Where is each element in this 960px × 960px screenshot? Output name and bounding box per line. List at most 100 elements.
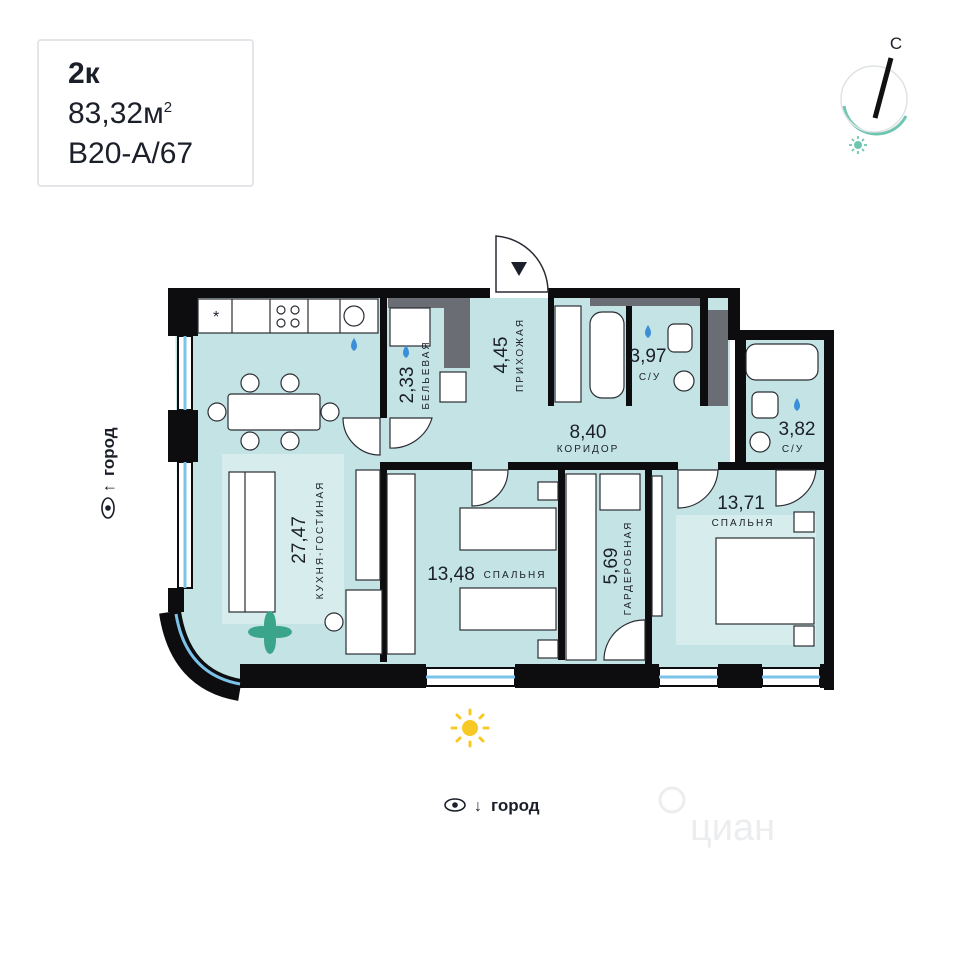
wall	[558, 470, 565, 660]
duct	[388, 298, 444, 308]
door-bedroom2-a	[677, 469, 719, 509]
duct	[708, 310, 728, 406]
total-area: 83,32м2	[68, 97, 172, 131]
wall	[548, 298, 554, 406]
bed-1	[459, 507, 557, 551]
wall	[168, 288, 198, 336]
bed-2	[459, 587, 557, 631]
bath2-name: С/У	[782, 444, 804, 455]
bedroom1-name: СПАЛЬНЯ	[484, 570, 547, 581]
watermark: циан	[658, 786, 775, 849]
room-count: 2к	[68, 57, 100, 90]
plant-icon	[248, 611, 292, 654]
wall	[380, 298, 387, 418]
stove-burner	[276, 305, 286, 315]
wall	[168, 410, 198, 462]
wall	[700, 298, 708, 406]
dining-table	[227, 393, 321, 431]
eye-icon	[101, 497, 115, 519]
duct	[590, 298, 700, 306]
nightstand	[793, 511, 815, 533]
view-south: ↓ город	[444, 796, 540, 815]
chair	[240, 373, 260, 393]
arrow-up-icon: ↑	[101, 484, 118, 492]
wall	[824, 330, 834, 690]
total-area-value: 83,32м	[68, 97, 164, 130]
wall	[198, 288, 490, 298]
compass-north-label: С	[890, 34, 902, 53]
water-icons	[351, 325, 800, 411]
wall	[718, 664, 762, 688]
wall	[548, 288, 738, 298]
desk	[345, 589, 383, 655]
wall	[626, 298, 632, 406]
door-kitchen	[342, 417, 381, 456]
wall	[168, 588, 184, 612]
compass: С	[840, 34, 908, 154]
fridge-icon: *	[213, 309, 219, 326]
kitchen-area: 27,47	[289, 516, 310, 564]
entrance-arrow-icon	[511, 262, 527, 276]
door-wardrobe	[603, 619, 646, 661]
duct	[444, 298, 470, 368]
compass-circle	[840, 65, 908, 133]
wall	[820, 664, 834, 688]
apartment-info-card: 2к 83,32м2 B20-A/67	[37, 39, 254, 187]
hall-area: 4,45	[491, 337, 512, 374]
sink-bath1	[673, 370, 695, 392]
view-west: ↑ город	[99, 427, 118, 519]
desk-chair	[324, 612, 344, 632]
water-drop-icon	[403, 345, 409, 358]
wall	[728, 330, 832, 340]
wardrobe-box	[599, 473, 641, 511]
curved-window-frame	[159, 610, 243, 701]
corridor-area: 8,40	[570, 422, 607, 443]
wardrobe-area: 5,69	[601, 548, 622, 585]
tv-unit	[355, 469, 381, 581]
bedroom1-area: 13,48	[427, 564, 475, 585]
wardrobe-name: ГАРДЕРОБНАЯ	[623, 521, 634, 616]
bedroom1-closet	[386, 473, 416, 655]
compass-needle	[872, 57, 894, 119]
sink-bath2	[749, 431, 771, 453]
eye-icon	[444, 798, 466, 812]
wall	[718, 462, 828, 470]
bedroom2-name: СПАЛЬНЯ	[712, 518, 775, 529]
watermark-text: циан	[690, 807, 775, 849]
toilet-2	[751, 391, 779, 419]
kitchen-name: КУХНЯ-ГОСТИНАЯ	[315, 481, 326, 600]
wall	[240, 664, 426, 688]
wall	[645, 470, 652, 670]
wardrobe-rack	[565, 473, 597, 661]
laundry-name: БЕЛЬЕВАЯ	[421, 340, 432, 409]
hall-name: ПРИХОЖАЯ	[515, 318, 526, 392]
bedroom2-area: 13,71	[717, 493, 765, 514]
interior-doors	[342, 417, 817, 661]
wall	[728, 288, 740, 338]
water-drop-icon	[351, 338, 357, 351]
room-labels: 27,47 КУХНЯ-ГОСТИНАЯ 2,33 БЕЛЬЕВАЯ 4,45 …	[289, 318, 815, 615]
furniture: *	[197, 298, 819, 661]
water-drop-icon	[794, 398, 800, 411]
arrow-down-icon: ↓	[474, 798, 482, 815]
bath2-area: 3,82	[779, 419, 816, 440]
compass-sun-arc	[842, 105, 908, 136]
nightstand	[537, 639, 559, 659]
apartment-code: B20-A/67	[68, 137, 194, 170]
walls	[168, 288, 834, 690]
bath1-area: 3,97	[630, 346, 667, 367]
bathtub-2	[745, 343, 819, 381]
wall	[382, 462, 472, 470]
bathtub-1	[589, 311, 625, 399]
view-west-label: город	[99, 427, 118, 476]
double-bed	[715, 537, 815, 625]
nightstand	[793, 625, 815, 647]
nightstand	[537, 481, 559, 501]
wall	[515, 664, 659, 688]
laundry-area: 2,33	[397, 367, 418, 404]
sun-icon	[450, 708, 490, 748]
door-bedroom2-b	[775, 469, 817, 507]
toilet-1	[667, 323, 693, 353]
kitchen-sink	[343, 305, 365, 327]
